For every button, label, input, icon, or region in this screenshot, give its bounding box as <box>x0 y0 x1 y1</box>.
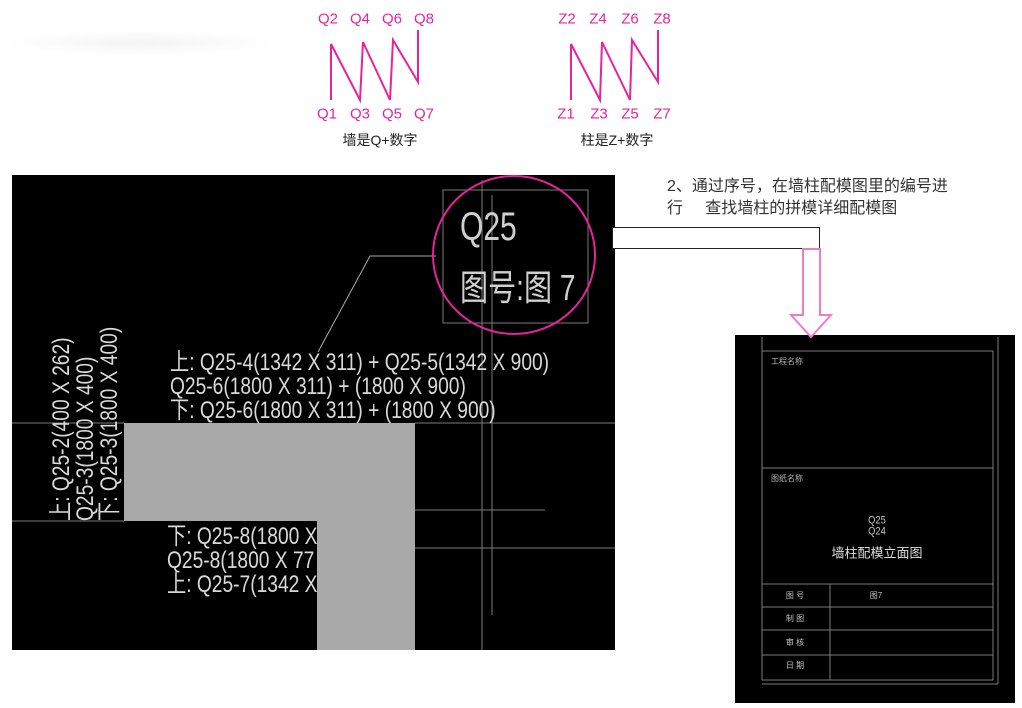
wall-bottom-label-3: Q5 <box>381 105 403 123</box>
wall-bottom-label-4: Q7 <box>413 105 435 123</box>
lower-note-2: Q25-8(1800 X 77 <box>167 547 315 574</box>
wall-block-horizontal <box>124 423 415 521</box>
wall-caption: 墙是Q+数字 <box>342 132 418 148</box>
wall-bottom-label-2: Q3 <box>349 105 371 123</box>
highlight-overlay <box>432 175 596 335</box>
upper-note-3: 下: Q25-6(1800 X 311) + (1800 X 900) <box>170 397 496 424</box>
row-value-sheet-number: 图7 <box>869 591 883 600</box>
column-bottom-label-1: Z1 <box>557 105 575 123</box>
column-caption: 柱是Z+数字 <box>580 132 654 148</box>
highlight-circle <box>432 175 596 335</box>
wall-tag-sheet-number: 图号:图 7 <box>460 267 576 308</box>
faint-smudge <box>0 30 280 56</box>
drawing-title: 墙柱配模立面图 <box>831 545 923 561</box>
upper-note-2: Q25-6(1800 X 311) + (1800 X 900) <box>170 373 466 400</box>
wall-tag-frame <box>442 189 589 324</box>
column-top-label-1: Z2 <box>558 10 576 28</box>
cad-plan-gridlines <box>12 180 615 650</box>
column-bottom-label-4: Z7 <box>653 105 671 123</box>
column-top-label-3: Z6 <box>621 10 639 28</box>
row-label-reviewed-by: 审 核 <box>785 638 805 647</box>
drawing-name-label: 图纸名称 <box>771 474 803 483</box>
wall-top-label-4: Q8 <box>413 10 435 28</box>
row-label-date: 日 期 <box>785 661 805 670</box>
row-label-drawn-by: 制 图 <box>785 614 805 623</box>
connector-bar <box>612 227 820 249</box>
tag-leader-line <box>317 255 436 353</box>
title-block-frame <box>761 337 999 685</box>
wall-block-vertical <box>317 521 415 650</box>
column-top-label-4: Z8 <box>653 10 671 28</box>
column-bottom-label-2: Z3 <box>590 105 608 123</box>
instruction-line-1: 2、通过序号，在墙柱配模图里的编号进 <box>667 178 948 195</box>
cad-plan-view: 下: Q25-8(1800 X Q25-8(1800 X 77 上: Q25-7… <box>12 175 615 650</box>
cad-title-block: 工程名称 图纸名称 Q25 Q24 墙柱配模立面图 图 号 图7 制 图 审 核… <box>735 335 1015 703</box>
wall-numbering-zigzag <box>330 30 419 104</box>
wall-top-label-2: Q4 <box>349 10 371 28</box>
project-name-label: 工程名称 <box>771 357 803 366</box>
wall-top-label-1: Q2 <box>317 10 339 28</box>
drawing-id-1: Q25 <box>868 514 886 527</box>
lower-note-1: 下: Q25-8(1800 X <box>167 523 318 550</box>
wall-top-label-3: Q6 <box>381 10 403 28</box>
column-top-label-2: Z4 <box>589 10 607 28</box>
drawing-id-2: Q24 <box>868 525 886 538</box>
lower-note-3: 上: Q25-7(1342 X <box>167 571 318 598</box>
column-bottom-label-3: Z5 <box>621 105 639 123</box>
instruction-line-2: 行 查找墙柱的拼模详细配模图 <box>667 200 898 217</box>
upper-note-1: 上: Q25-4(1342 X 311) + Q25-5(1342 X 900) <box>170 349 550 376</box>
row-label-sheet-number: 图 号 <box>785 591 805 600</box>
wall-tag-id: Q25 <box>460 205 517 249</box>
numbering-legend-diagram <box>330 30 659 104</box>
wall-bottom-label-1: Q1 <box>316 105 338 123</box>
down-arrow-icon <box>788 248 834 339</box>
column-numbering-zigzag <box>570 30 659 104</box>
upper-formwork-notes: 上: Q25-4(1342 X 311) + Q25-5(1342 X 900)… <box>170 351 549 423</box>
lower-formwork-notes: 下: Q25-8(1800 X Q25-8(1800 X 77 上: Q25-7… <box>167 525 317 597</box>
